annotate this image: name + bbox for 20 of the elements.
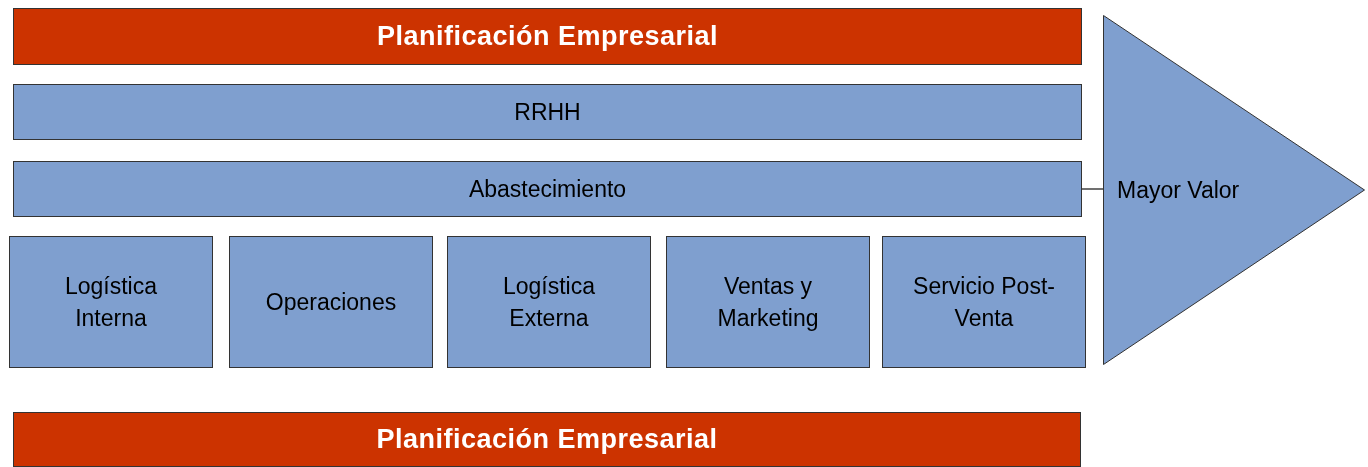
primary-activity-box	[882, 236, 1086, 368]
box-label: RRHH	[514, 97, 581, 127]
support-activity-bar	[13, 84, 1082, 140]
primary-activity-box	[447, 236, 651, 368]
box-label: Operaciones	[265, 287, 397, 317]
box-label: Planificación Empresarial	[376, 19, 719, 53]
box-label: Planificación Empresarial	[376, 422, 718, 456]
footer-bar	[13, 412, 1081, 467]
primary-activity-box	[229, 236, 433, 368]
box-label: Logística Externa	[501, 271, 597, 333]
header-bar	[13, 8, 1082, 65]
shape-label: Mayor Valor	[1117, 175, 1240, 205]
support-activity-bar	[13, 161, 1082, 217]
connector-line	[1081, 188, 1104, 190]
box-label: Logística Interna	[63, 271, 159, 333]
box-label: Abastecimiento	[468, 174, 627, 204]
primary-activity-box	[9, 236, 213, 368]
box-label: Servicio Post-Venta	[912, 271, 1056, 333]
primary-activity-box	[666, 236, 870, 368]
box-label: Ventas y Marketing	[716, 271, 820, 333]
